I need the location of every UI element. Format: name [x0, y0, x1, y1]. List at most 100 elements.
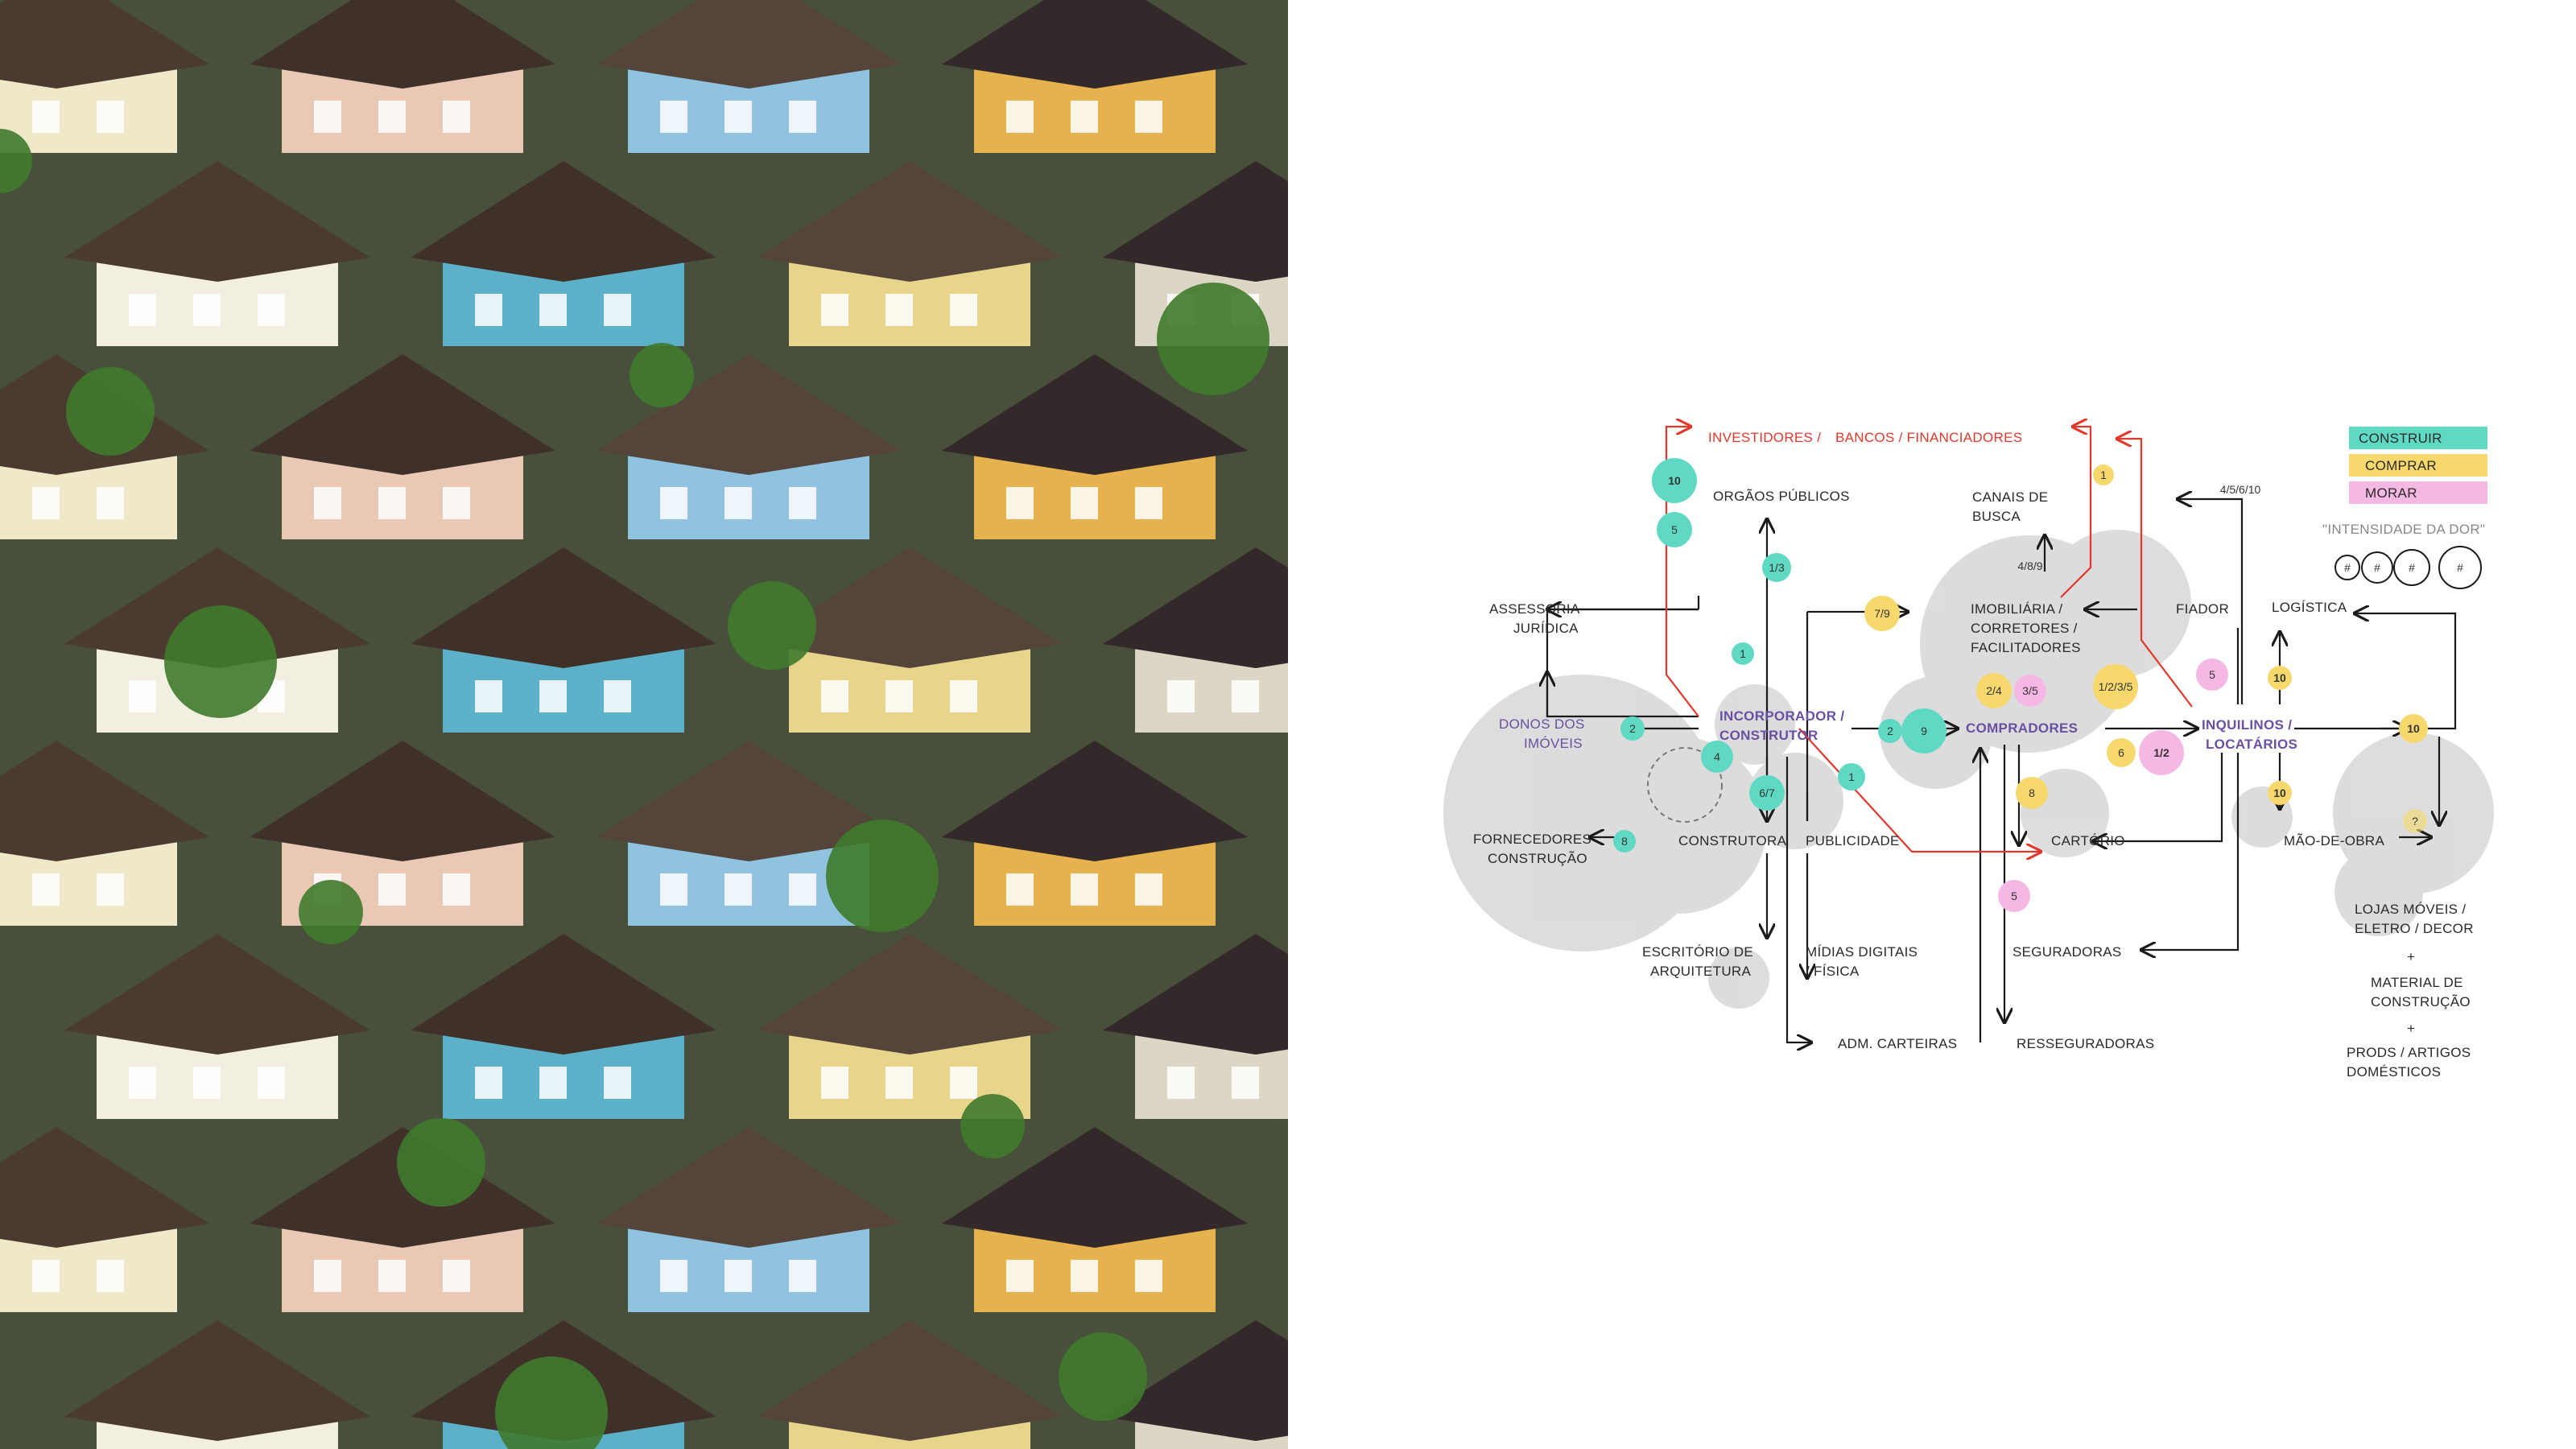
svg-text:9: 9: [1921, 724, 1927, 737]
legend-swatch-construir: [2349, 427, 2487, 449]
houses-photo: [0, 0, 1288, 1449]
badge-10-log: 10: [2268, 666, 2292, 690]
bubble-construtora: [1590, 737, 1767, 914]
label-incorporador-1: INCORPORADOR /: [1719, 708, 1844, 724]
svg-text:7/9: 7/9: [1874, 607, 1890, 620]
label-material-2: CONSTRUÇÃO: [2371, 994, 2471, 1009]
badge-5-fiador: 5: [2196, 658, 2228, 691]
badge-5-seg: 5: [1998, 880, 2030, 912]
badge-5-left: 5: [1657, 512, 1692, 547]
label-incorporador-2: CONSTRUTOR: [1719, 728, 1818, 743]
badge-6-inq: 6: [2107, 738, 2136, 767]
badge-4-inc: 4: [1701, 741, 1733, 773]
label-assessoria-1: ASSESSORIA: [1489, 601, 1580, 617]
label-compradores: COMPRADORES: [1966, 720, 2078, 736]
badge-4-5-6-10: 4/5/6/10: [2220, 483, 2261, 496]
svg-text:1: 1: [1848, 770, 1855, 783]
legend-hash-3: #: [2409, 561, 2415, 574]
badge-8-forn: 8: [1613, 830, 1636, 852]
label-donos-2: IMÓVEIS: [1524, 736, 1583, 751]
houses-photo-illustration: [0, 0, 1288, 1449]
legend-intensity-scale: [2334, 546, 2482, 589]
legend-comprar: COMPRAR: [2365, 458, 2437, 473]
label-resseguradoras: RESSEGURADORAS: [2017, 1036, 2154, 1051]
label-lojas-2: ELETRO / DECOR: [2355, 921, 2474, 936]
svg-text:2: 2: [1629, 722, 1636, 735]
svg-text:2: 2: [1887, 724, 1893, 737]
legend-swatch-morar: [2349, 481, 2487, 504]
badge-10-top: 10: [1652, 458, 1697, 503]
svg-text:1/3: 1/3: [1769, 561, 1785, 574]
svg-text:5: 5: [1671, 523, 1678, 536]
legend-hash-4: #: [2457, 561, 2463, 574]
badge-1-red: 1: [1838, 763, 1865, 791]
label-plus-2: +: [2407, 1021, 2415, 1036]
label-imobiliaria-1: IMOBILIÁRIA /: [1971, 601, 2062, 617]
svg-text:2/4: 2/4: [1986, 684, 2002, 697]
label-inquilinos-1: INQUILINOS /: [2202, 717, 2292, 733]
badge-8-cart: 8: [2016, 777, 2048, 809]
badge-2-comp: 2: [1878, 719, 1902, 743]
svg-text:1: 1: [1740, 647, 1746, 660]
legend-swatch-comprar: [2349, 454, 2487, 477]
badge-10-right: 10: [2399, 714, 2428, 743]
badge-7-9: 7/9: [1864, 596, 1900, 631]
label-midias-2: / FÍSICA: [1806, 964, 1860, 979]
label-material-1: MATERIAL DE: [2371, 975, 2463, 990]
svg-text:8: 8: [2029, 786, 2035, 799]
label-adm-carteiras: ADM. CARTEIRAS: [1838, 1036, 1957, 1051]
badge-1-top: 1: [2093, 464, 2114, 485]
label-prods-1: PRODS / ARTIGOS: [2347, 1045, 2471, 1060]
svg-text:10: 10: [2273, 786, 2286, 799]
svg-text:?: ?: [2412, 815, 2418, 828]
label-midias-1: MÍDIAS DIGITAIS: [1806, 944, 1918, 960]
bubble-incorporador-small: [1715, 684, 1795, 765]
pain-badges: 10 5 1/3 1 7/9 1 4/5/6/10 4/8/9 2/4 3/5 …: [1613, 458, 2428, 912]
badge-10-mao: 10: [2268, 781, 2292, 805]
svg-text:3/5: 3/5: [2022, 684, 2038, 697]
label-plus-1: +: [2407, 949, 2415, 964]
svg-text:10: 10: [2273, 671, 2286, 684]
badge-9: 9: [1901, 708, 1946, 753]
label-assessoria-2: JURÍDICA: [1513, 621, 1579, 636]
label-investidores: INVESTIDORES /: [1708, 430, 1821, 445]
svg-text:6/7: 6/7: [1759, 786, 1775, 799]
label-fornecedores-1: FORNECEDORES: [1473, 832, 1591, 847]
label-fornecedores-2: CONSTRUÇÃO: [1488, 851, 1587, 866]
legend-intensity-title: "INTENSIDADE DA DOR": [2322, 522, 2485, 537]
label-escritorio-1: ESCRITÓRIO DE: [1642, 944, 1753, 960]
badge-question: ?: [2403, 809, 2427, 833]
svg-text:6: 6: [2118, 746, 2124, 759]
svg-text:5: 5: [2209, 668, 2215, 681]
svg-text:5: 5: [2011, 890, 2017, 902]
badge-1-2: 1/2: [2139, 730, 2184, 775]
label-donos-1: DONOS DOS: [1499, 716, 1585, 732]
label-fiador: FIADOR: [2176, 601, 2229, 617]
svg-text:10: 10: [1668, 474, 1681, 487]
label-mao-de-obra: MÃO-DE-OBRA: [2284, 833, 2385, 848]
badge-3-5: 3/5: [2014, 675, 2046, 707]
badge-4-8-9: 4/8/9: [2017, 559, 2042, 572]
label-lojas-1: LOJAS MÓVEIS /: [2355, 902, 2466, 917]
label-orgaos: ORGÃOS PÚBLICOS: [1713, 489, 1850, 504]
label-canais-2: BUSCA: [1972, 509, 2021, 524]
badge-1-2-3-5: 1/2/3/5: [2093, 664, 2138, 709]
label-cartorio: CARTÓRIO: [2051, 833, 2125, 848]
svg-text:1/2: 1/2: [2153, 746, 2169, 759]
legend-morar: MORAR: [2365, 485, 2417, 501]
red-arrows: [1665, 427, 2193, 852]
label-logistica: LOGÍSTICA: [2272, 600, 2347, 615]
badge-2-donos: 2: [1620, 716, 1645, 741]
label-canais-1: CANAIS DE: [1972, 489, 2048, 505]
svg-text:4: 4: [1714, 750, 1720, 763]
svg-text:10: 10: [2407, 722, 2420, 735]
label-construtora: CONSTRUTORA: [1678, 833, 1787, 848]
svg-text:1: 1: [2100, 469, 2107, 481]
bubble-escritorio: [1708, 947, 1769, 1009]
bubble-lojas: [2334, 848, 2423, 936]
label-publicidade: PUBLICIDADE: [1806, 833, 1900, 848]
dashed-ring: [1647, 747, 1723, 823]
label-escritorio-2: ARQUITETURA: [1650, 964, 1752, 979]
bubble-imobiliaria-2: [2043, 530, 2191, 678]
